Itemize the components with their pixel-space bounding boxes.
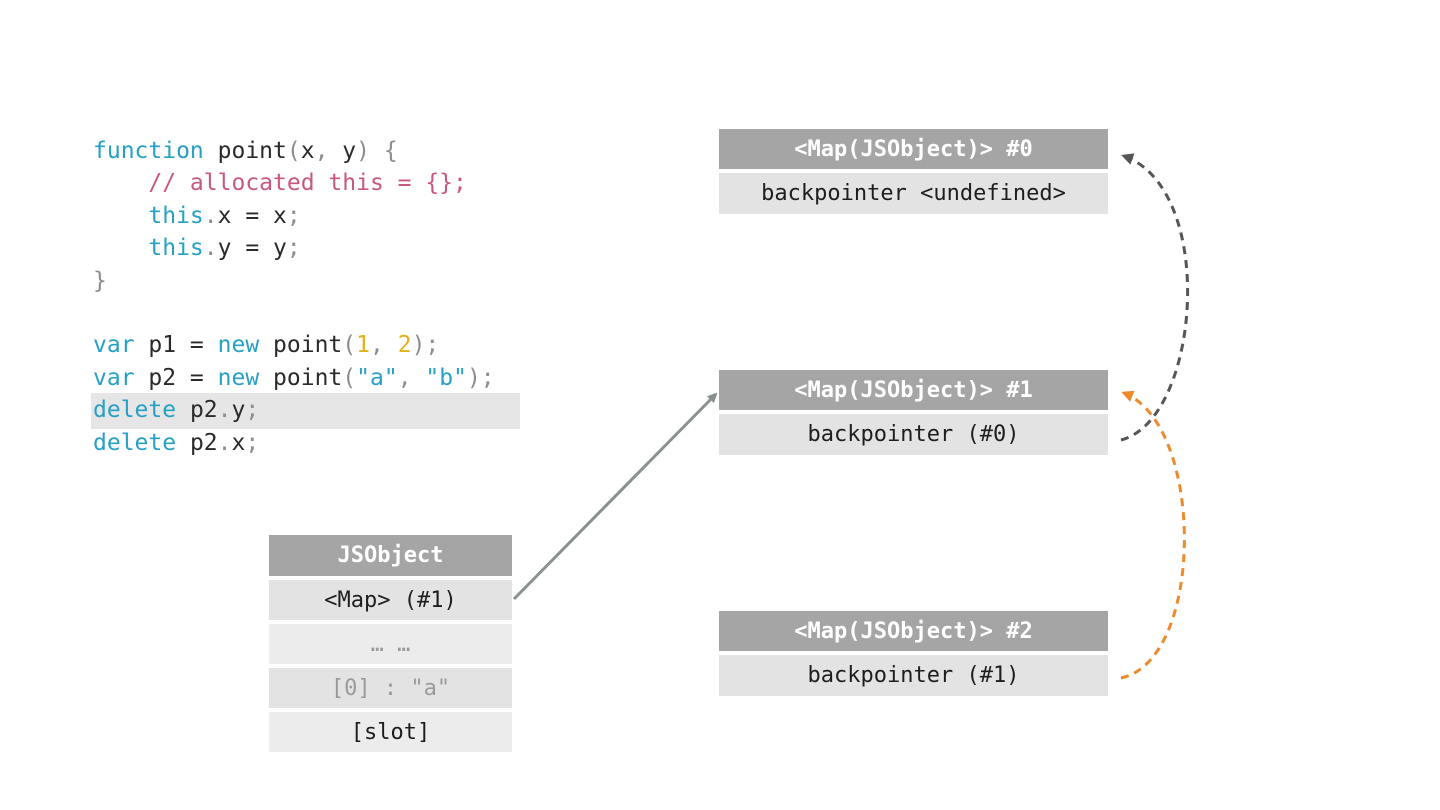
map-0-backpointer: backpointer <undefined> xyxy=(719,173,1108,214)
code-line: // allocated this = {}; xyxy=(93,167,467,199)
code-token: ; xyxy=(245,397,260,424)
code-token: new xyxy=(217,332,260,359)
code-line: this.y = y; xyxy=(93,232,301,264)
code-token: , xyxy=(397,364,426,391)
code-token: var xyxy=(93,332,135,359)
map-2-title: <Map(JSObject)> #2 xyxy=(719,611,1108,651)
code-line: var p1 = new point(1, 2); xyxy=(93,329,439,361)
map-1-backpointer: backpointer (#0) xyxy=(719,414,1108,455)
code-token: 2 xyxy=(397,332,412,359)
code-token: } xyxy=(93,267,107,294)
code-token: ( xyxy=(342,332,357,359)
code-token: delete xyxy=(93,429,177,456)
map-1-title: <Map(JSObject)> #1 xyxy=(719,370,1108,410)
code-token: ( xyxy=(286,138,301,164)
code-token: point xyxy=(259,364,343,391)
map-0-title: <Map(JSObject)> #0 xyxy=(719,129,1108,169)
code-line: function point(x, y) { xyxy=(93,135,398,167)
code-panel: function point(x, y) { // allocated this… xyxy=(0,0,600,480)
code-token: ; xyxy=(245,429,260,456)
code-token: p2 xyxy=(176,429,218,456)
backpointer-arrow-2-to-1 xyxy=(1120,390,1186,680)
code-token: , xyxy=(314,138,343,164)
code-token: // allocated this = {}; xyxy=(93,170,467,197)
map-1-box: <Map(JSObject)> #1 backpointer (#0) xyxy=(719,370,1108,455)
map-0-box: <Map(JSObject)> #0 backpointer <undefine… xyxy=(719,129,1108,214)
code-token: y xyxy=(342,138,357,164)
code-token: x xyxy=(231,429,246,456)
code-token: ) { xyxy=(356,138,398,164)
jsobject-slot: [slot] xyxy=(269,712,512,752)
code-token: ); xyxy=(466,364,495,391)
map-2-backpointer: backpointer (#1) xyxy=(719,655,1108,696)
code-token: p1 = xyxy=(134,332,218,359)
code-line: } xyxy=(93,265,107,297)
code-line: delete p2.y; xyxy=(93,394,259,426)
code-token: 1 xyxy=(356,332,370,359)
code-line: var p2 = new point("a", "b"); xyxy=(93,362,495,394)
code-token: x xyxy=(300,138,315,164)
highlighted-line-bar xyxy=(91,393,520,429)
code-token: ; xyxy=(286,202,301,229)
jsobject-ellipsis: … … xyxy=(269,624,512,664)
code-token: point xyxy=(259,332,343,359)
code-token: this xyxy=(148,235,204,262)
map-2-box: <Map(JSObject)> #2 backpointer (#1) xyxy=(719,611,1108,696)
code-token: x = x xyxy=(217,202,287,229)
code-token: , xyxy=(370,332,398,359)
code-token: p2 = xyxy=(134,364,218,391)
code-token: this xyxy=(148,202,204,229)
code-token: "b" xyxy=(425,364,467,391)
code-token: p2 xyxy=(176,397,218,424)
code-token: "a" xyxy=(356,364,398,391)
code-token: . xyxy=(203,202,218,229)
code-token: . xyxy=(217,429,232,456)
code-token: y xyxy=(231,397,246,424)
backpointer-arrow-1-to-0 xyxy=(1120,153,1190,442)
code-token: . xyxy=(217,397,232,424)
code-token: function xyxy=(93,138,204,164)
jsobject-map-pointer: <Map> (#1) xyxy=(269,580,512,620)
code-token: delete xyxy=(93,397,177,424)
code-token: ; xyxy=(286,235,301,262)
jsobject-title: JSObject xyxy=(269,535,512,576)
code-token: var xyxy=(93,364,135,391)
code-line: delete p2.x; xyxy=(93,427,259,459)
jsobject-property-0: [0] : "a" xyxy=(269,668,512,708)
code-token: ( xyxy=(342,364,357,391)
code-token: . xyxy=(203,235,218,262)
code-token: point xyxy=(203,138,287,164)
code-token: y = y xyxy=(217,235,287,262)
code-line: this.x = x; xyxy=(93,200,301,232)
code-token: new xyxy=(217,364,260,391)
code-token: ); xyxy=(411,332,440,359)
jsobject-box: JSObject <Map> (#1) … … [0] : "a" [slot] xyxy=(269,535,512,752)
map-pointer-arrow xyxy=(512,392,718,601)
